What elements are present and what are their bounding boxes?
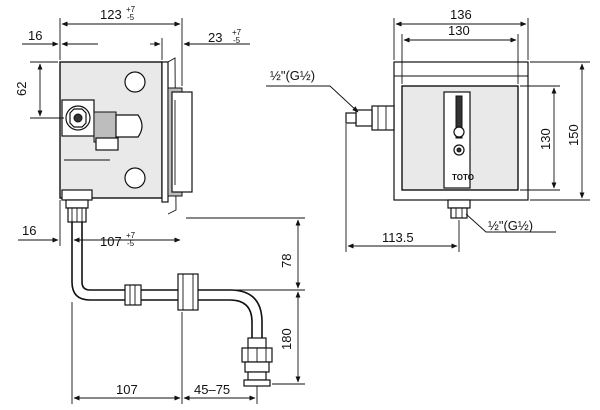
thread-bottom-leader	[465, 213, 556, 233]
bottom-outlet	[450, 207, 468, 219]
top-hole	[124, 71, 146, 93]
svg-text:-5: -5	[233, 36, 241, 45]
side-inlet-nut	[355, 109, 373, 127]
brand-label: TOTO	[452, 173, 474, 182]
thread-left-leader	[266, 85, 359, 113]
valve-cam	[115, 114, 143, 138]
dim-78-label: 78	[279, 254, 294, 268]
dim-136-label: 136	[450, 7, 472, 22]
breaker-top	[247, 337, 267, 349]
dim-16-top-label: 16	[28, 28, 42, 43]
front-view: TOTO ½"(G½) ½"(G½) 136 130 150	[266, 7, 590, 252]
breaker-base	[247, 371, 267, 381]
thread-left-label: ½"(G½)	[270, 68, 315, 83]
elbow-inner	[198, 299, 253, 338]
side-view: 123 +7 -5 16 23 +7 -5 62 16 107 +7 -5 78	[14, 5, 305, 404]
dim-23-label: 23	[208, 30, 222, 45]
dim-130-top-label: 130	[448, 23, 470, 38]
coupling-nut	[124, 284, 142, 306]
pipe-inner	[81, 222, 125, 291]
svg-text:+7: +7	[126, 231, 136, 240]
side-inlet-body	[371, 105, 395, 131]
dim-16-bottom-label: 16	[22, 223, 36, 238]
wall-plate	[161, 61, 169, 203]
dim-123-label: 123	[100, 7, 122, 22]
pipe-outer	[71, 222, 125, 301]
dim-107-top-label: 107	[100, 234, 122, 249]
dim-180-label: 180	[279, 328, 294, 350]
cover-front	[171, 91, 193, 193]
thread-bottom-label: ½"(G½)	[488, 218, 533, 233]
inlet-core	[73, 113, 83, 123]
dim-123-tol: +7	[126, 5, 136, 14]
sensor-bar	[455, 95, 463, 139]
side-inlet-pipe	[345, 112, 357, 124]
bottom-outlet-top	[447, 199, 471, 209]
dim-45-75-label: 45–75	[194, 382, 230, 397]
dim-113-5-label: 113.5	[382, 230, 414, 245]
bottom-hole	[124, 167, 146, 189]
bottom-fitting	[61, 189, 93, 201]
escutcheon	[177, 273, 199, 311]
svg-text:-5: -5	[127, 239, 135, 248]
dim-130-side-label: 130	[538, 128, 553, 150]
sensor-eye-top	[453, 126, 465, 138]
valve-seat	[95, 137, 119, 151]
dim-150-label: 150	[566, 124, 581, 146]
outlet-nut-top	[65, 199, 89, 209]
dim-107-bottom-label: 107	[116, 382, 138, 397]
spud	[243, 379, 271, 387]
breaker-collar	[244, 361, 270, 373]
dim-62-label: 62	[14, 82, 29, 96]
svg-text:+7: +7	[232, 28, 242, 37]
svg-text:-5: -5	[127, 13, 135, 22]
